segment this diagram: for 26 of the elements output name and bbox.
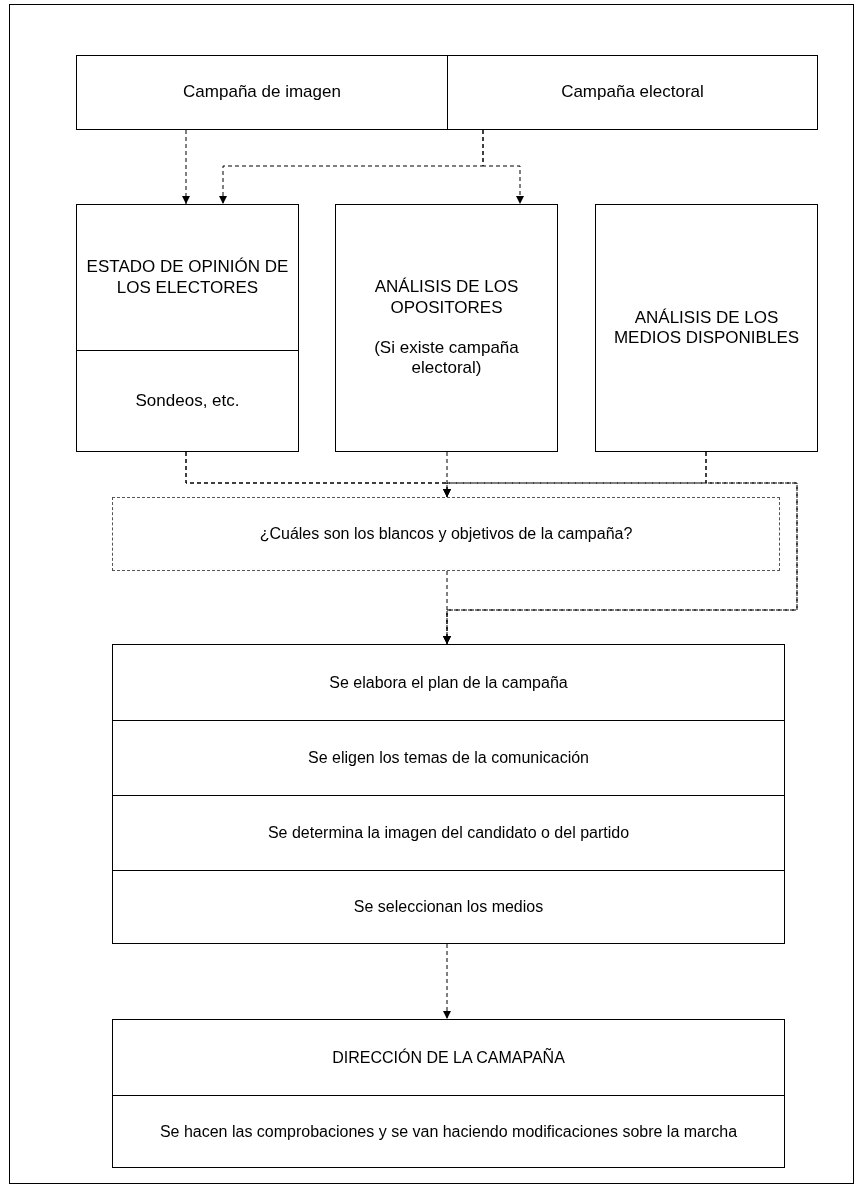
box-text: DIRECCIÓN DE LA CAMAPAÑA bbox=[331, 1047, 566, 1068]
process-box bbox=[112, 644, 785, 944]
box-text: ¿Cuáles son los blancos y objetivos de la campaña? bbox=[258, 524, 634, 544]
box-text: ANÁLISIS DE LOS MEDIOS DISPONIBLES bbox=[612, 307, 801, 349]
box-subtext: Se eligen los temas de la comunicación bbox=[306, 748, 590, 768]
box-subtext: Se hacen las comprobaciones y se van haciendo modificaciones sobre la marcha bbox=[158, 1121, 739, 1142]
process-box bbox=[76, 204, 299, 452]
box-text: Se elabora el plan de la campaña bbox=[328, 672, 569, 693]
process-box bbox=[112, 497, 780, 571]
dashed-arrow bbox=[443, 570, 451, 645]
dashed-arrow bbox=[443, 943, 451, 1020]
box-heading: ANÁLISIS DE LOS OPOSITORES bbox=[373, 277, 520, 318]
process-box bbox=[335, 204, 558, 452]
box-text: ESTADO DE OPINIÓN DE LOS ELECTORES bbox=[85, 257, 290, 298]
box-subtext: Sondeos, etc. bbox=[134, 390, 241, 412]
box-text: Campaña electoral bbox=[560, 82, 705, 103]
process-box bbox=[595, 204, 818, 452]
box-subtext: Se seleccionan los medios bbox=[352, 897, 545, 917]
process-box bbox=[447, 55, 818, 130]
box-text: Campaña de imagen bbox=[182, 82, 342, 103]
process-box bbox=[76, 55, 448, 130]
process-box bbox=[112, 1019, 785, 1168]
box-subtext: Se determina la imagen del candidato o del partido bbox=[266, 823, 631, 843]
dashed-arrow bbox=[482, 129, 524, 205]
box-note: (Si existe campaña electoral) bbox=[373, 338, 520, 379]
dashed-arrow bbox=[182, 129, 190, 205]
